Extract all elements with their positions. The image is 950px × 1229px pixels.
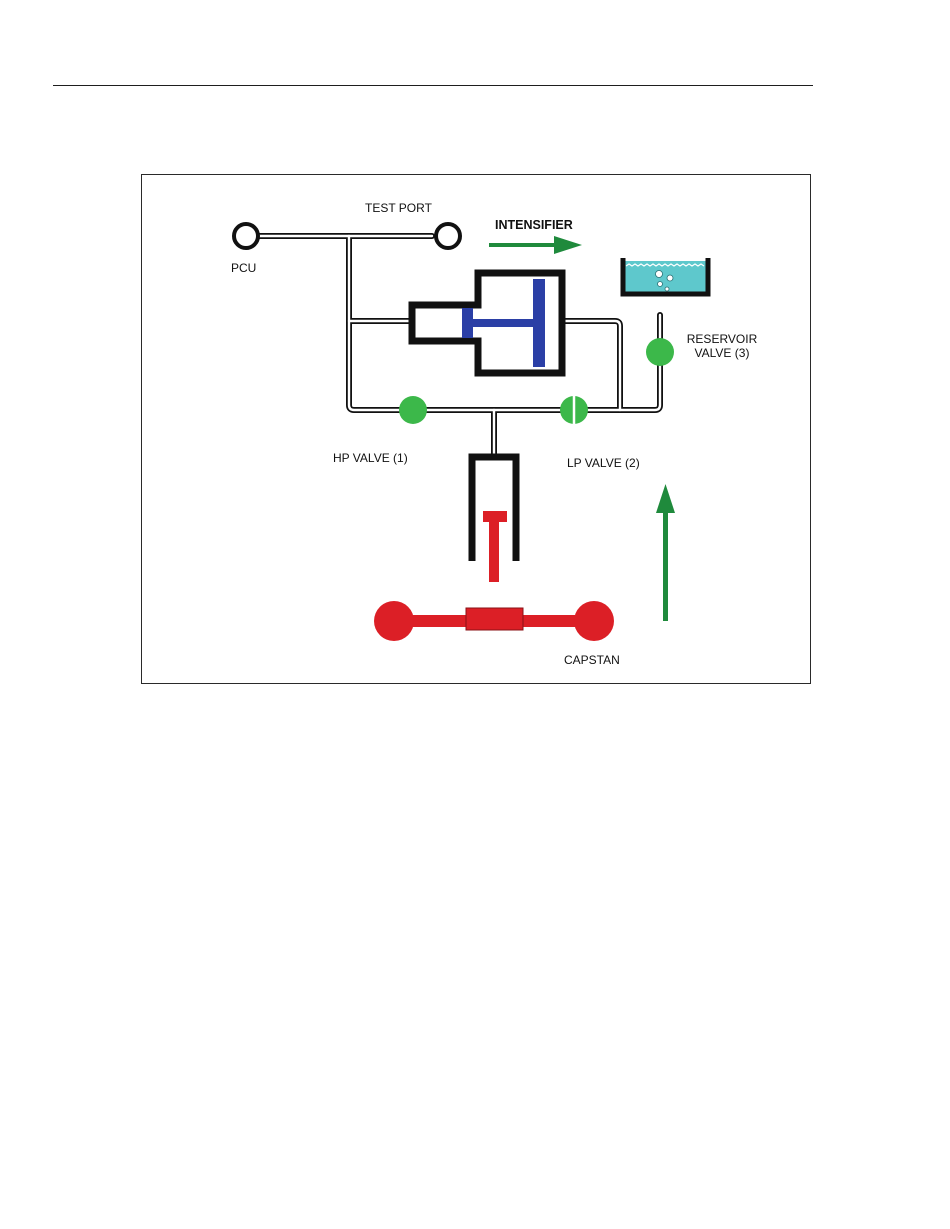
reservoir-valve-label-line1: RESERVOIR <box>683 332 761 346</box>
hp-valve-icon <box>399 396 427 424</box>
reservoir-valve-label-line2: VALVE (3) <box>683 346 761 360</box>
reservoir-valve-icon <box>646 338 674 366</box>
intensifier-icon <box>412 273 562 373</box>
flow-arrow-icon <box>489 236 582 254</box>
hp-valve-label: HP VALVE (1) <box>333 451 408 465</box>
reservoir-valve-label: RESERVOIR VALVE (3) <box>683 332 761 360</box>
reservoir-icon <box>623 258 708 294</box>
pcu-port-icon <box>234 224 258 248</box>
capstan-cylinder-icon <box>472 457 516 582</box>
flow-arrow-icon <box>656 484 675 621</box>
intensifier-label: INTENSIFIER <box>495 218 573 232</box>
schematic-drawing <box>142 175 810 683</box>
capstan-label: CAPSTAN <box>564 653 620 667</box>
lp-valve-label: LP VALVE (2) <box>567 456 640 470</box>
header-rule <box>53 85 813 86</box>
lp-valve-icon <box>560 395 588 425</box>
capstan-icon <box>374 601 614 641</box>
pipe-network <box>248 236 660 456</box>
pcu-label: PCU <box>231 261 256 275</box>
test-port-label: TEST PORT <box>365 201 432 215</box>
hydraulic-schematic-figure: TEST PORT PCU INTENSIFIER RESERVOIR VALV… <box>141 174 811 684</box>
test-port-icon <box>436 224 460 248</box>
